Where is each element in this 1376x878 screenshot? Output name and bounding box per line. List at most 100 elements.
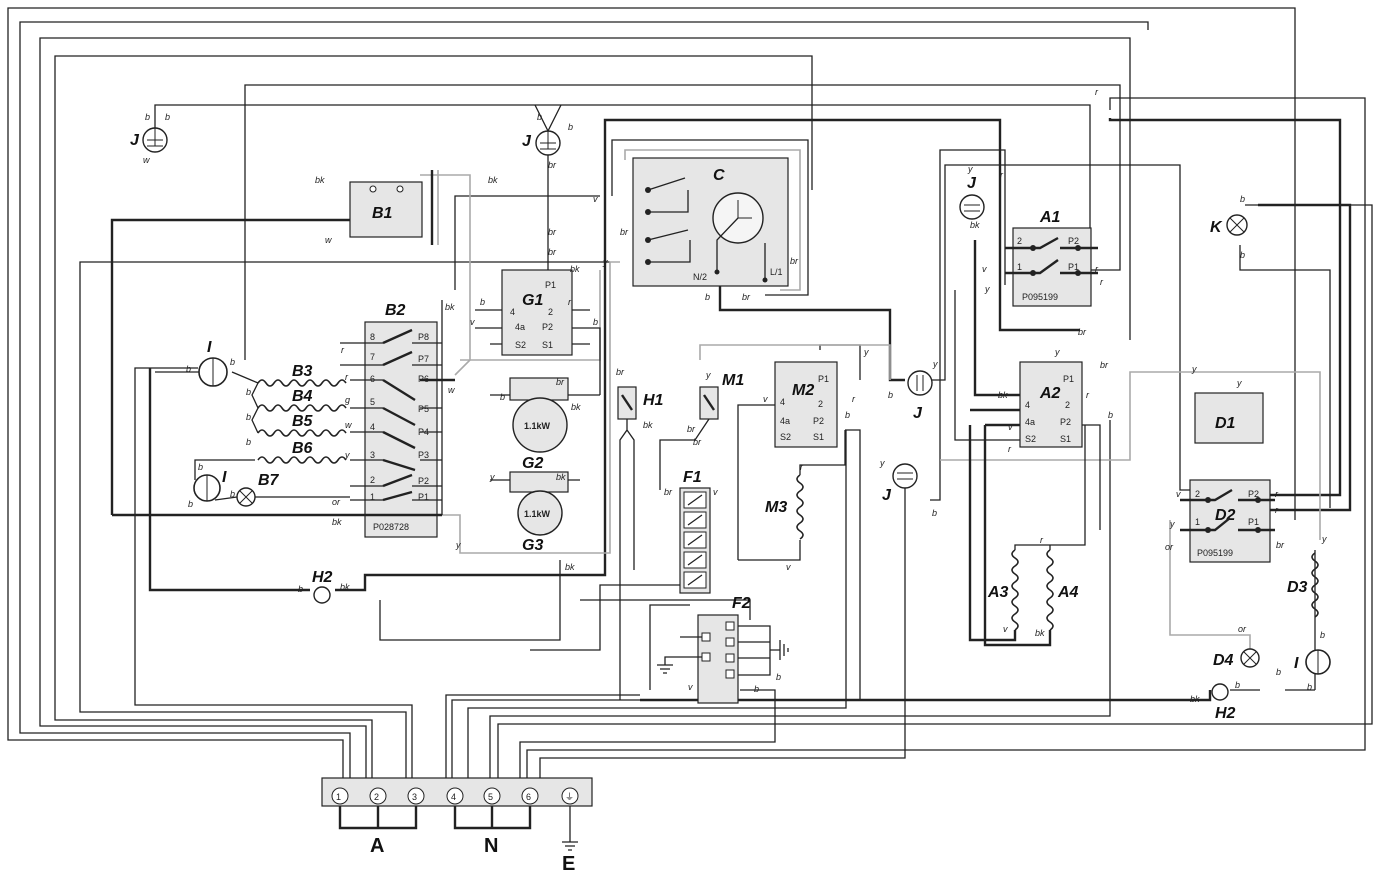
label-m1: M1 [722,372,744,389]
svg-text:P5: P5 [418,404,429,414]
svg-text:b: b [145,112,150,122]
svg-text:y: y [455,540,461,550]
svg-text:w: w [448,385,455,395]
component-f1: F1 [679,469,711,594]
timer-c: C N/2 L/1 [611,139,809,296]
svg-text:bk: bk [565,562,575,572]
svg-text:2: 2 [1065,400,1070,410]
svg-text:P1: P1 [1063,374,1074,384]
component-b1: B1 [349,170,439,245]
svg-text:bk: bk [998,390,1008,400]
label-a1: A1 [1039,209,1061,226]
svg-text:2: 2 [374,792,379,802]
svg-text:b: b [1235,680,1240,690]
label-b2: B2 [385,302,406,319]
label-c: C [713,167,725,184]
svg-text:r: r [1086,390,1090,400]
indicator-i-right: I [1294,649,1331,675]
svg-text:4: 4 [510,307,515,317]
terminal-3: 3 [407,787,425,805]
svg-text:r: r [1000,170,1004,180]
svg-text:v: v [713,487,718,497]
label-d3: D3 [1287,579,1308,596]
component-a2: A2 P1 4 4a S2 2 P2 S1 [970,361,1101,530]
svg-text:S2: S2 [780,432,791,442]
terminal-2: 2 [369,787,387,805]
pin-c-n2: N/2 [693,272,707,282]
svg-text:br: br [664,487,673,497]
svg-text:b: b [1307,682,1312,692]
svg-text:y: y [984,284,990,294]
svg-text:br: br [616,367,625,377]
svg-text:g: g [345,395,350,405]
label-j-1: J [130,132,140,149]
component-b2: B2 P028728 8 7 6 5 4 3 2 1 P8 P7 P6 P5 P… [112,300,455,538]
svg-text:8: 8 [370,332,375,342]
label-d2: D2 [1215,507,1236,524]
svg-text:bk: bk [571,402,581,412]
svg-text:b: b [246,387,251,397]
label-i-1: I [207,339,212,356]
label-j-5: J [967,175,977,192]
svg-text:4: 4 [370,422,375,432]
svg-text:6: 6 [526,792,531,802]
svg-text:r: r [345,372,349,382]
svg-text:or: or [1238,624,1247,634]
indicator-i-mid: I [193,469,227,502]
svg-text:or: or [1165,542,1174,552]
heating-coils-b: B3 B4 B5 B6 [194,363,347,480]
svg-text:3: 3 [412,792,417,802]
j-connector-5: J [959,175,985,220]
svg-text:P1: P1 [818,374,829,384]
svg-text:P2: P2 [813,416,824,426]
label-j-4: J [882,487,892,504]
svg-text:b: b [1108,410,1113,420]
component-a1: A1 2 1 P2 P1 P095199 [1005,209,1098,307]
svg-text:S1: S1 [542,340,553,350]
lamp-d4: D4 [1213,648,1260,669]
svg-text:b: b [568,122,573,132]
svg-text:y: y [1054,347,1060,357]
label-n-neutral: N [484,835,498,857]
svg-text:b: b [1240,194,1245,204]
svg-text:y: y [967,164,973,174]
svg-text:b: b [888,390,893,400]
label-b5: B5 [292,413,314,430]
svg-text:br: br [548,247,557,257]
component-d1: D1 [1194,392,1264,444]
svg-text:br: br [742,292,751,302]
h2-left: H2 [312,569,333,604]
svg-text:P2: P2 [1068,236,1079,246]
svg-text:v: v [982,264,987,274]
svg-text:y: y [705,370,711,380]
svg-text:P1: P1 [545,280,556,290]
terminal-5: 5 [483,787,501,805]
svg-text:1: 1 [336,792,341,802]
svg-text:r: r [1095,87,1099,97]
svg-text:v: v [1008,422,1013,432]
component-f2: F2 [657,595,789,704]
svg-text:b: b [188,499,193,509]
svg-text:4a: 4a [515,322,525,332]
component-g1: G1 P1 4 4a S2 2 P2 S1 [475,269,601,395]
label-b4: B4 [292,388,313,405]
svg-text:v: v [786,562,791,572]
svg-text:w: w [325,235,332,245]
svg-text:b: b [1320,630,1325,640]
svg-text:b: b [165,112,170,122]
svg-text:b: b [298,584,303,594]
svg-text:r: r [1008,444,1012,454]
svg-text:bk: bk [556,472,566,482]
svg-text:br: br [790,256,799,266]
svg-text:b: b [932,508,937,518]
svg-text:bk: bk [332,517,342,527]
label-d4: D4 [1213,652,1234,669]
svg-text:P2: P2 [418,476,429,486]
coil-d3: D3 [1287,552,1319,618]
label-m3: M3 [765,499,787,516]
svg-text:bk: bk [1190,694,1200,704]
svg-text:1: 1 [1195,517,1200,527]
svg-text:2: 2 [818,399,823,409]
svg-text:b: b [705,292,710,302]
